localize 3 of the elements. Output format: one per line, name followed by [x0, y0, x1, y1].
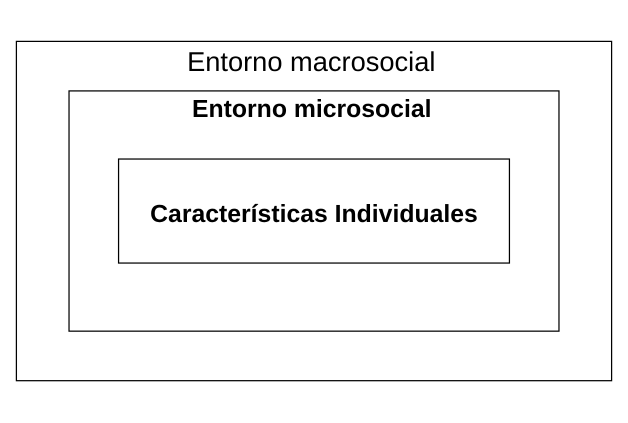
group-title: Entorno microsocial	[192, 95, 432, 126]
node-label: Características Individuales	[150, 200, 478, 231]
group-title: Entorno macrosocial	[187, 46, 436, 80]
